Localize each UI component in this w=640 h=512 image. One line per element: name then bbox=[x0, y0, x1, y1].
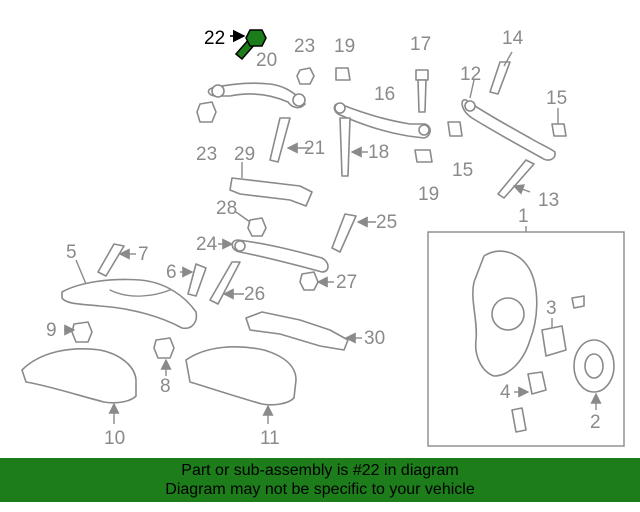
part-16-bushing-a bbox=[334, 102, 346, 114]
inset-bolt bbox=[571, 295, 585, 309]
part-17-bolt-shaft bbox=[417, 79, 427, 113]
part-11-cover bbox=[185, 346, 297, 406]
part-8-bushing bbox=[153, 337, 175, 359]
callout-25[interactable]: 25 bbox=[376, 212, 397, 233]
part-2-hub-center bbox=[584, 353, 604, 379]
callout-14[interactable]: 14 bbox=[502, 28, 524, 49]
part-23-nut-b bbox=[196, 101, 217, 123]
callout-18[interactable]: 18 bbox=[368, 142, 389, 163]
callout-28[interactable]: 28 bbox=[216, 198, 237, 219]
part-4-bushing bbox=[527, 371, 547, 395]
leader-12 bbox=[469, 79, 475, 99]
callout-20[interactable]: 20 bbox=[256, 50, 277, 71]
callout-22[interactable]: 22 bbox=[204, 28, 225, 49]
callout-27[interactable]: 27 bbox=[336, 272, 357, 293]
callout-13[interactable]: 13 bbox=[538, 190, 559, 211]
part-26-bolt bbox=[209, 261, 241, 305]
part-15-nut-a bbox=[447, 121, 463, 137]
part-19-nut-a bbox=[335, 67, 351, 81]
callout-11[interactable]: 11 bbox=[260, 428, 280, 449]
callout-4[interactable]: 4 bbox=[500, 382, 511, 403]
callout-30[interactable]: 30 bbox=[364, 328, 385, 349]
callout-15-mid[interactable]: 15 bbox=[452, 160, 473, 181]
part-12-link bbox=[461, 99, 556, 161]
leader-5 bbox=[75, 259, 87, 285]
part-6-bolt bbox=[187, 263, 207, 297]
part-10-cover bbox=[21, 348, 137, 404]
part-12-bushing-a bbox=[464, 100, 476, 112]
part-19-nut-b bbox=[414, 149, 433, 163]
parts-diagram: 22 23 19 17 14 20 12 16 15 23 21 18 15 2… bbox=[21, 28, 625, 449]
part-22-bolt-highlighted[interactable] bbox=[234, 29, 267, 61]
part-15-nut-b bbox=[551, 123, 567, 137]
callout-8[interactable]: 8 bbox=[160, 376, 171, 397]
callout-19-mid[interactable]: 19 bbox=[418, 184, 439, 205]
callout-17[interactable]: 17 bbox=[410, 34, 431, 55]
callout-15-right[interactable]: 15 bbox=[546, 88, 567, 109]
part-24-bushing bbox=[234, 240, 246, 252]
part-1-hub-bore bbox=[491, 297, 525, 331]
notice-banner: Part or sub-assembly is #22 in diagram D… bbox=[0, 458, 640, 502]
callout-12[interactable]: 12 bbox=[460, 64, 481, 85]
part-16-bushing-b bbox=[418, 124, 430, 136]
part-5-detail bbox=[109, 289, 171, 297]
leader-14 bbox=[503, 51, 513, 67]
callout-9[interactable]: 9 bbox=[46, 320, 57, 341]
part-17-bolt-head bbox=[415, 69, 429, 81]
callout-19-top[interactable]: 19 bbox=[334, 36, 355, 57]
callout-7[interactable]: 7 bbox=[138, 244, 149, 265]
callout-5[interactable]: 5 bbox=[66, 242, 77, 263]
inset-bracket bbox=[511, 407, 527, 433]
part-28-nut bbox=[247, 217, 267, 237]
leader-28 bbox=[235, 211, 251, 223]
part-18-bolt bbox=[339, 117, 351, 177]
banner-line-disclaimer: Diagram may not be specific to your vehi… bbox=[165, 481, 475, 498]
callout-26[interactable]: 26 bbox=[244, 284, 265, 305]
callout-29[interactable]: 29 bbox=[234, 144, 255, 165]
part-13-bolt bbox=[497, 159, 535, 199]
part-23-nut-a bbox=[296, 67, 315, 85]
part-3-bushing bbox=[541, 325, 567, 357]
callout-2[interactable]: 2 bbox=[590, 412, 601, 433]
part-7-bolt bbox=[97, 243, 125, 277]
callout-23-left[interactable]: 23 bbox=[196, 144, 217, 165]
part-5-lower-arm bbox=[61, 278, 198, 330]
part-30-shield bbox=[245, 311, 349, 351]
callout-6[interactable]: 6 bbox=[166, 262, 177, 283]
part-9-bushing bbox=[71, 321, 93, 343]
callout-10[interactable]: 10 bbox=[104, 428, 125, 449]
part-21-bolt bbox=[269, 117, 291, 163]
callout-1[interactable]: 1 bbox=[518, 206, 529, 227]
callout-24[interactable]: 24 bbox=[196, 234, 218, 255]
part-20-bushing-a bbox=[211, 84, 225, 98]
part-20-bushing-b bbox=[292, 93, 306, 107]
callout-21[interactable]: 21 bbox=[304, 138, 325, 159]
callout-3[interactable]: 3 bbox=[546, 298, 557, 319]
part-29-bracket bbox=[229, 177, 313, 207]
part-14-bolt bbox=[489, 61, 511, 95]
part-24-arm bbox=[231, 239, 329, 273]
callout-16[interactable]: 16 bbox=[374, 84, 395, 105]
leader-13 bbox=[512, 184, 531, 195]
part-25-bolt bbox=[331, 213, 357, 253]
part-27-nut bbox=[299, 271, 319, 291]
banner-line-part: Part or sub-assembly is #22 in diagram bbox=[181, 462, 459, 479]
callout-23-top[interactable]: 23 bbox=[294, 36, 315, 57]
